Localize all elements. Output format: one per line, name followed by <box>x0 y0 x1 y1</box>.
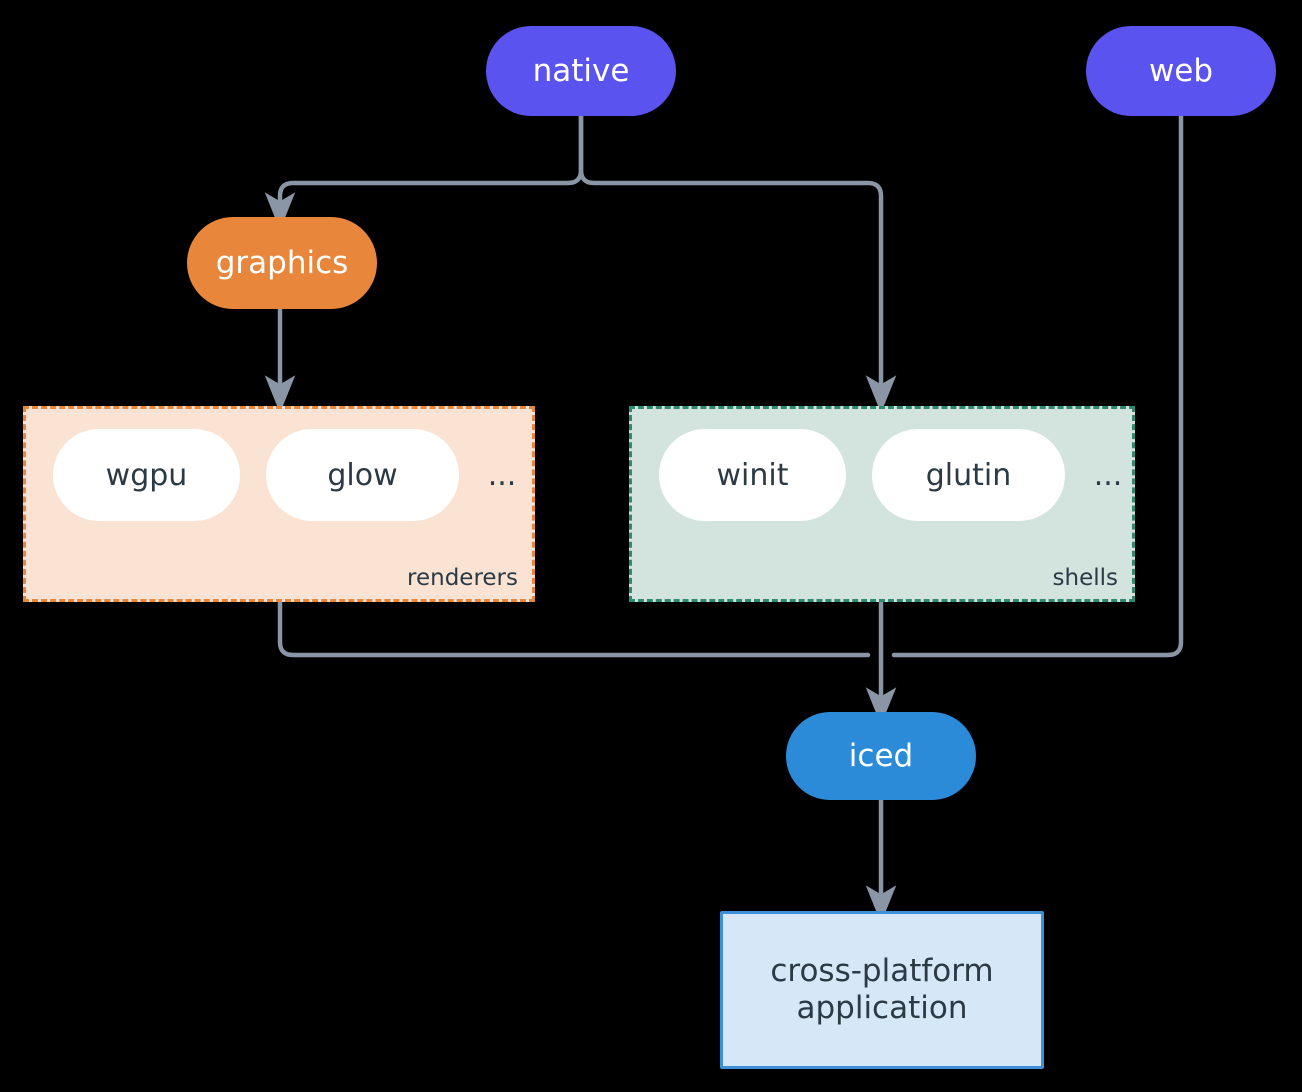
renderers-ellipsis: ... <box>487 457 517 493</box>
member-wgpu[interactable]: wgpu <box>53 429 240 521</box>
node-graphics-label: graphics <box>215 244 349 281</box>
group-renderers-caption: renderers <box>407 565 518 591</box>
member-wgpu-label: wgpu <box>105 457 188 493</box>
member-glow[interactable]: glow <box>266 429 459 521</box>
node-graphics[interactable]: graphics <box>187 217 377 309</box>
edge-web-to-iced <box>891 111 1184 658</box>
node-iced-label: iced <box>848 737 914 774</box>
group-shells-caption: shells <box>1052 565 1118 591</box>
node-application[interactable]: cross-platform application <box>720 911 1044 1069</box>
node-native-label: native <box>532 52 630 89</box>
edge-renderers-to-iced <box>277 598 871 658</box>
shells-ellipsis: ... <box>1093 457 1123 493</box>
member-winit[interactable]: winit <box>659 429 846 521</box>
edge-native-to-shells <box>578 111 897 414</box>
member-glutin[interactable]: glutin <box>872 429 1065 521</box>
group-shells: winit glutin ... shells <box>629 406 1135 602</box>
edge-native-to-graphics <box>264 111 584 231</box>
node-web-label: web <box>1148 52 1214 89</box>
member-glutin-label: glutin <box>925 457 1012 493</box>
node-application-label: cross-platform application <box>770 953 994 1026</box>
node-web[interactable]: web <box>1086 26 1276 116</box>
member-winit-label: winit <box>716 457 789 493</box>
group-renderers: wgpu glow ... renderers <box>23 406 535 602</box>
member-glow-label: glow <box>327 457 398 493</box>
node-iced[interactable]: iced <box>786 712 976 800</box>
node-native[interactable]: native <box>486 26 676 116</box>
